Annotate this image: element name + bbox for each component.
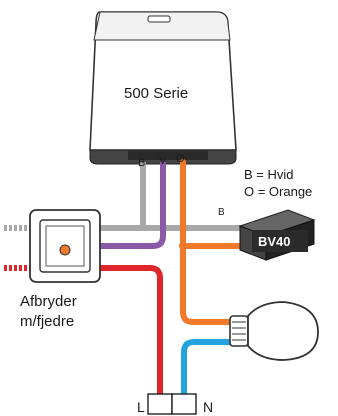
switch-label-line1: Afbryder [20,293,77,310]
switch-wire-stubs [4,225,30,271]
wire-label-violet: V [159,155,167,167]
switch-label: Afbryder m/fjedre [20,292,77,332]
device-label: 500 Serie [124,85,189,102]
violet-wire [98,162,166,249]
color-legend: B = Hvid O = Orange [244,166,312,200]
terminal-label-n: N [203,399,214,415]
orange-junction [179,242,187,250]
bv40-label: BV40 [258,234,291,249]
red-wire [30,265,163,394]
wire-label-white: B [138,157,146,169]
device-500-serie [89,11,237,165]
legend-line-orange: O = Orange [244,184,313,199]
switch-afbryder [29,209,101,283]
blue-wire [181,339,236,394]
orange-wire [180,162,250,325]
terminal-block [147,393,197,415]
switch-label-line2: m/fjedre [20,313,75,330]
switch-indicator [59,244,71,256]
light-bulb-icon [229,301,319,361]
bv40-wire-label: B [218,207,225,218]
orange-terminal [180,159,186,165]
legend-line-white: B = Hvid [244,167,294,182]
bv40-box [238,209,316,261]
wire-label-orange: O [176,153,185,165]
terminal-label-l: L [137,399,145,415]
